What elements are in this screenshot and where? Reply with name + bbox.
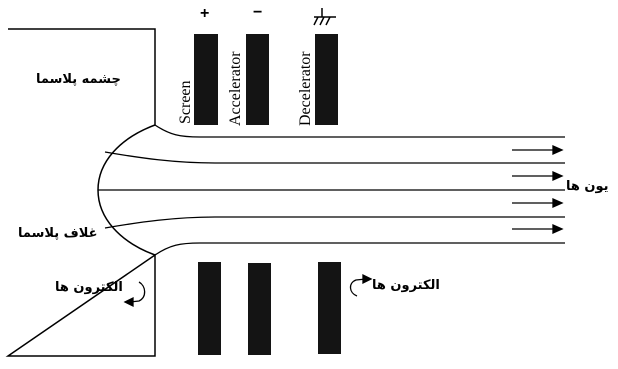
electron-loop-arrow-right [349, 273, 373, 297]
ion-beam-lines [98, 124, 565, 256]
plasma-sheath-label: غلاف پلاسما [18, 226, 98, 241]
decelerator-electrode-top [315, 34, 338, 125]
plasma-source-label: چشمه پلاسما [36, 72, 121, 87]
electron-loop-arrow-left [123, 281, 146, 308]
beam-line-4 [104, 216, 565, 229]
beam-line-5 [154, 242, 565, 256]
ground-icon [313, 8, 336, 26]
plasma-chamber-outline [5, 28, 156, 357]
screen-polarity-sign: + [200, 5, 210, 22]
screen-electrode-bottom [198, 262, 221, 355]
arrow-1 [512, 144, 564, 156]
beam-line-1 [154, 124, 565, 138]
arrow-3 [512, 197, 564, 209]
beam-line-2 [104, 151, 565, 164]
electrons-label-left: الکترون ها [55, 280, 123, 295]
decelerator-label: Decelerator [297, 51, 314, 126]
screen-electrode-top [194, 34, 218, 125]
electrons-label-right: الکترون ها [372, 278, 440, 293]
screen-label: Screen [177, 80, 194, 124]
accelerator-electrode-top [246, 34, 269, 125]
accelerator-label: Accelerator [227, 51, 244, 126]
arrow-4 [512, 223, 564, 235]
decelerator-electrode-bottom [318, 262, 341, 354]
ions-label: یون ها [566, 179, 609, 194]
accelerator-electrode-bottom [248, 263, 271, 355]
arrow-2 [512, 170, 564, 182]
accelerator-polarity-sign: − [253, 4, 263, 21]
ion-beam-arrows [512, 144, 564, 235]
